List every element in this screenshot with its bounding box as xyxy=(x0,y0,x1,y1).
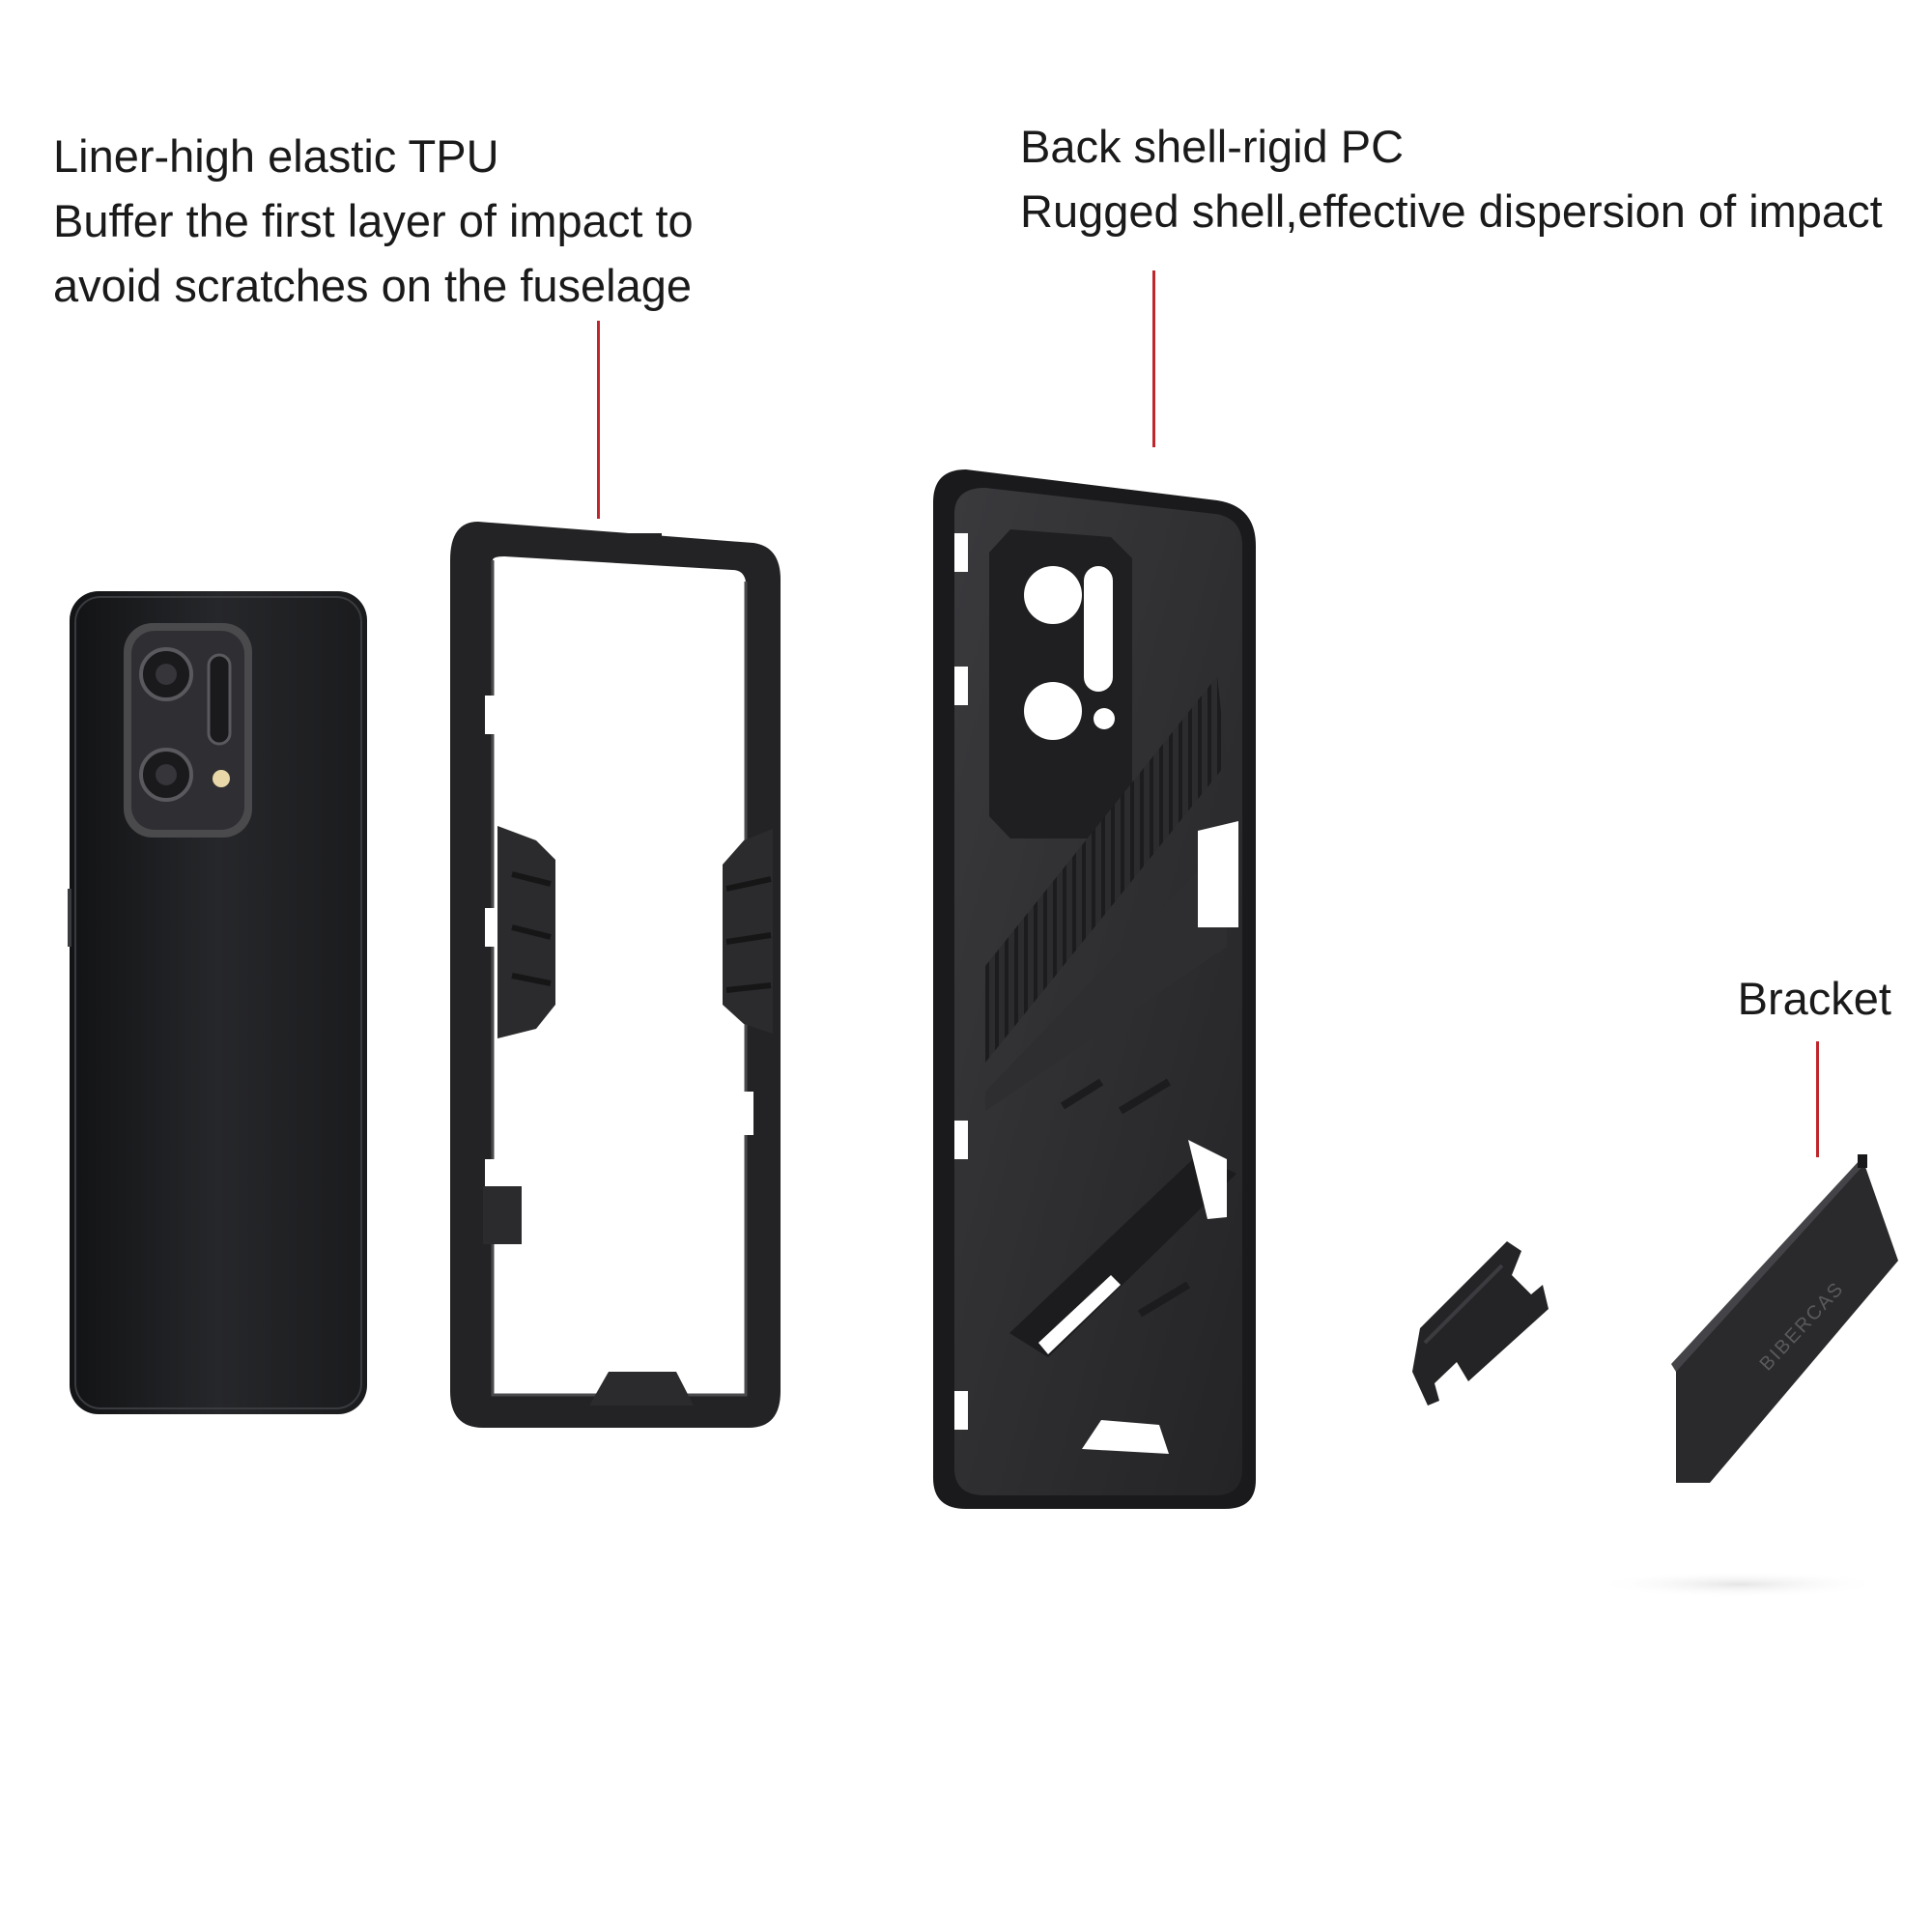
callout-bracket-title: Bracket xyxy=(1737,973,1891,1024)
callout-liner-desc-2: avoid scratches on the fuselage xyxy=(53,260,693,311)
pc-shell-icon xyxy=(933,469,1256,1509)
callout-liner-title: Liner-high elastic TPU xyxy=(53,130,499,182)
kickstand-plate-icon: BIBERCAS xyxy=(1671,1154,1898,1483)
leader-line-liner xyxy=(597,321,600,519)
tpu-frame-icon xyxy=(450,522,781,1428)
bracket-hinge-icon xyxy=(1412,1241,1548,1406)
callout-shell-desc: Rugged shell,effective dispersion of imp… xyxy=(1020,185,1883,237)
leader-line-shell xyxy=(1152,270,1155,447)
leader-line-bracket xyxy=(1816,1041,1819,1157)
phone-back-icon xyxy=(68,591,367,1414)
callout-liner-desc-1: Buffer the first layer of impact to xyxy=(53,195,694,246)
callout-shell: Back shell-rigid PC Rugged shell,effecti… xyxy=(1020,114,1883,243)
callout-shell-title: Back shell-rigid PC xyxy=(1020,121,1405,172)
callout-liner: Liner-high elastic TPU Buffer the first … xyxy=(53,124,694,318)
callout-bracket: Bracket xyxy=(1738,966,1891,1031)
